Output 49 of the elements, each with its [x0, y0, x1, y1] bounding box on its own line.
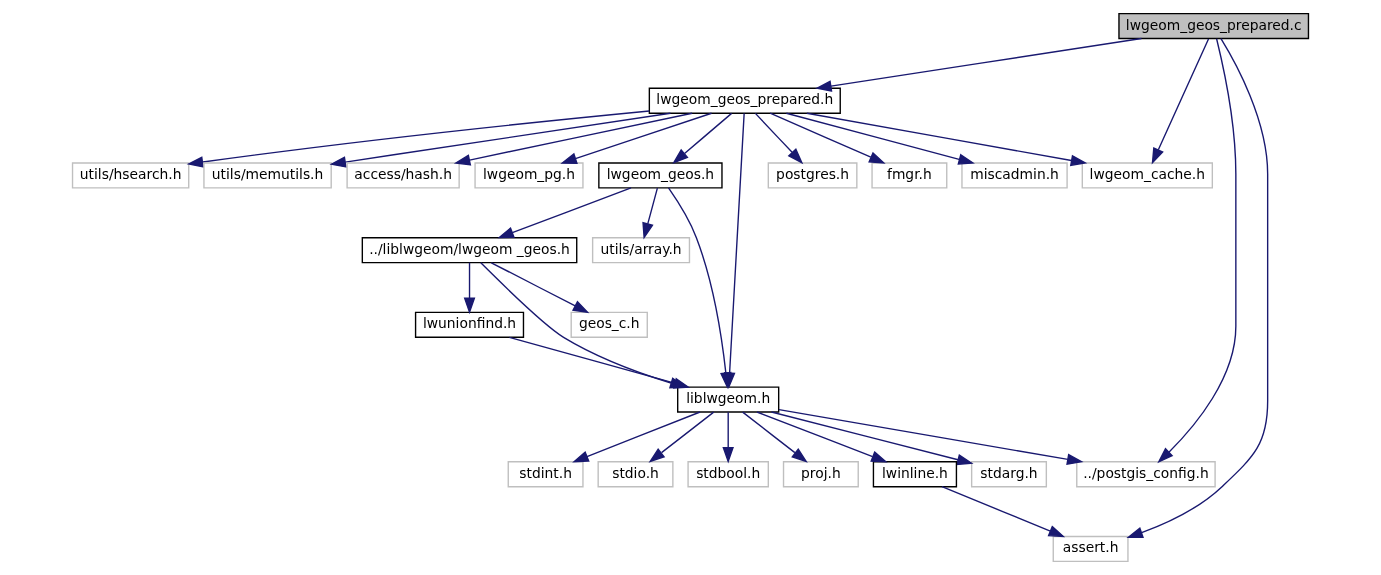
node-box: lwgeom_geos.h — [598, 162, 723, 189]
node-box: stdint.h — [507, 461, 584, 488]
node-box: lwgeom_geos_prepared.c — [1118, 12, 1310, 40]
node-box: lwgeom_geos_prepared.h — [648, 87, 841, 114]
node-box: liblwgeom.h — [677, 386, 780, 413]
arrow — [756, 411, 888, 463]
arrow — [806, 112, 1088, 167]
arrow — [642, 187, 659, 240]
arrow — [453, 112, 693, 166]
arrow — [815, 37, 1143, 92]
node-box: access/hash.h — [346, 162, 460, 189]
arrow — [463, 262, 476, 315]
arrow — [490, 262, 590, 314]
node-box: lwgeom_pg.h — [474, 162, 584, 189]
arrow — [785, 112, 975, 165]
arrow — [1151, 38, 1210, 165]
node-box: geos_c.h — [570, 311, 648, 338]
node-box: ../liblwgeom/lwgeom _geos.h — [361, 237, 578, 264]
arrow — [754, 112, 804, 165]
arrow — [648, 411, 715, 463]
arrow — [1157, 38, 1237, 464]
arrow — [770, 411, 974, 466]
node-box: proj.h — [782, 461, 859, 488]
arrow — [560, 112, 713, 164]
node-box: utils/hsearch.h — [71, 162, 190, 189]
arrow — [722, 411, 734, 464]
node-box: miscadmin.h — [961, 162, 1068, 189]
arrow — [742, 411, 808, 463]
arrow — [497, 187, 632, 239]
arrow — [572, 411, 701, 463]
arrow — [769, 112, 886, 164]
node-box: fmgr.h — [871, 162, 948, 189]
arrow — [329, 112, 672, 168]
node-box: utils/array.h — [591, 237, 691, 264]
node-box: assert.h — [1052, 535, 1129, 563]
node-box: stdarg.h — [970, 461, 1048, 488]
node-box: stdio.h — [597, 461, 674, 488]
arrow — [672, 112, 733, 165]
node-box: lwgeom_cache.h — [1081, 162, 1213, 189]
arrow — [778, 409, 1084, 466]
node-box: ../postgis_config.h — [1076, 461, 1216, 488]
node-box: postgres.h — [767, 162, 858, 189]
arrow — [186, 110, 651, 168]
node-box: utils/memutils.h — [203, 162, 332, 189]
arrow — [941, 486, 1066, 538]
node-box: lwunionfind.h — [414, 311, 525, 338]
node-box: lwinline.h — [872, 461, 958, 488]
arrow — [1126, 38, 1269, 538]
node-box: stdbool.h — [687, 461, 769, 488]
